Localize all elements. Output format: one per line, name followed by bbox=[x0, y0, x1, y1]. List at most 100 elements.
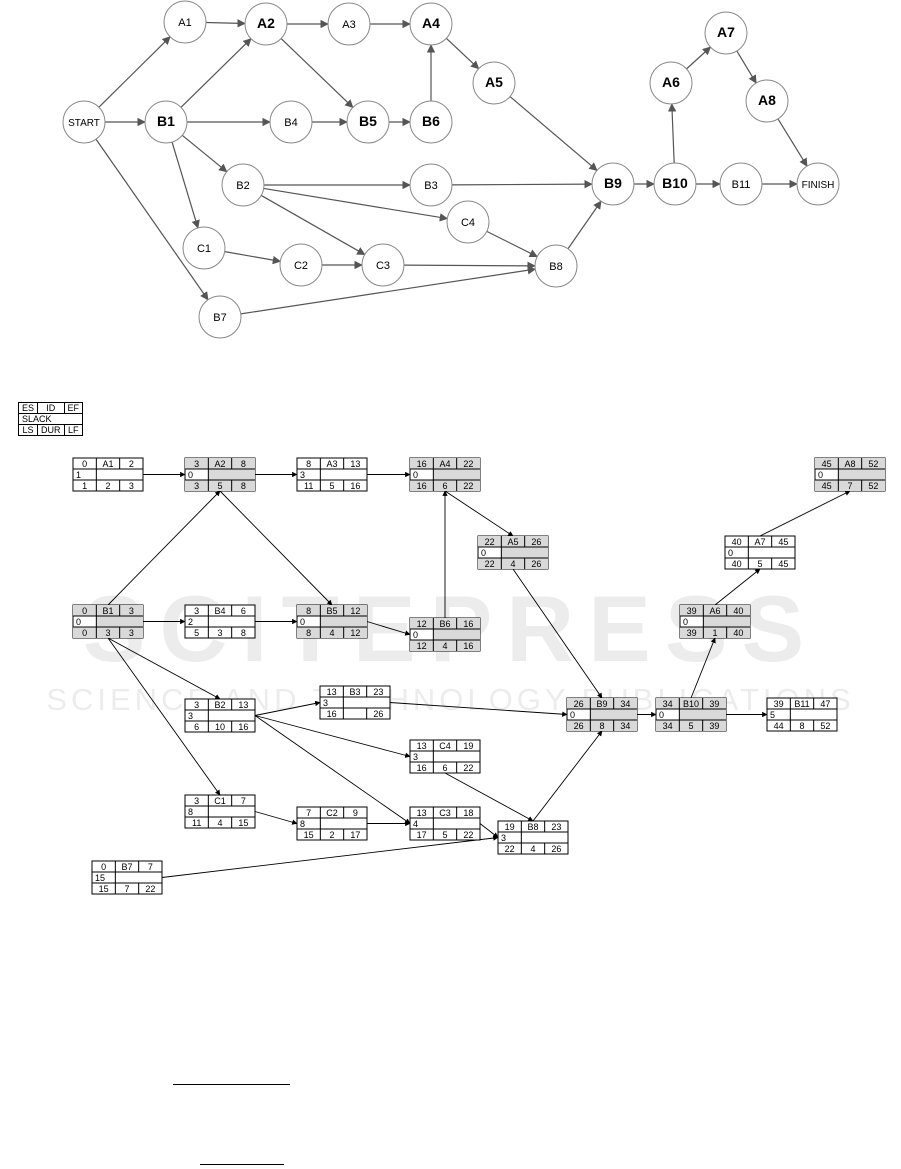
box-ef: 8 bbox=[241, 459, 246, 469]
box-slack: 0 bbox=[570, 710, 575, 720]
node-a8: A8 bbox=[745, 79, 789, 123]
link-b2-b3 bbox=[254, 700, 321, 716]
box-lf: 12 bbox=[350, 628, 360, 638]
node-a3: A3 bbox=[327, 2, 371, 46]
node-finish: FINISH bbox=[796, 162, 840, 206]
box-id: A1 bbox=[102, 459, 113, 469]
box-slack: 4 bbox=[413, 819, 418, 829]
node-label: A1 bbox=[178, 17, 191, 29]
box-ef: 13 bbox=[350, 459, 360, 469]
node-b10: B10 bbox=[653, 162, 697, 206]
edge-a4-a5 bbox=[445, 37, 480, 70]
box-lf: 40 bbox=[733, 628, 743, 638]
legend-ls: LS bbox=[17, 424, 39, 436]
box-dur: 4 bbox=[329, 628, 334, 638]
box-dur: 4 bbox=[442, 641, 447, 651]
node-circle bbox=[591, 162, 635, 206]
edge-b10-a6 bbox=[667, 103, 677, 164]
box-ls: 39 bbox=[687, 628, 697, 638]
box-slack: 0 bbox=[413, 630, 418, 640]
node-circle bbox=[244, 2, 288, 46]
edge-start-b7 bbox=[95, 138, 209, 301]
link-a6-a7 bbox=[714, 568, 761, 606]
box-ls: 40 bbox=[732, 559, 742, 569]
node-a5: A5 bbox=[472, 61, 516, 105]
node-label: A4 bbox=[422, 15, 440, 31]
edge-b1-b2 bbox=[181, 134, 228, 173]
box-ef: 7 bbox=[148, 862, 153, 872]
node-circle bbox=[472, 61, 516, 105]
box-id: C3 bbox=[439, 808, 451, 818]
node-label: C1 bbox=[197, 243, 211, 255]
box-ef: 16 bbox=[463, 619, 473, 629]
node-c1: C1 bbox=[182, 226, 226, 270]
box-lf: 8 bbox=[241, 481, 246, 491]
box-id: C2 bbox=[326, 808, 338, 818]
box-ef: 13 bbox=[238, 700, 248, 710]
box-slack: 0 bbox=[728, 548, 733, 558]
box-ls: 6 bbox=[194, 722, 199, 732]
node-b6: B6 bbox=[409, 100, 453, 144]
link-b2-c4 bbox=[254, 715, 411, 758]
box-dur: 7 bbox=[847, 481, 852, 491]
edge-b7-b8 bbox=[240, 266, 537, 315]
box-dur: 5 bbox=[757, 559, 762, 569]
box-frame bbox=[766, 697, 838, 732]
box-slack: 3 bbox=[323, 698, 328, 708]
edge-a2-b5 bbox=[280, 38, 354, 109]
box-dur: 8 bbox=[799, 721, 804, 731]
box-id: C4 bbox=[439, 741, 451, 751]
box-id: A7 bbox=[754, 537, 765, 547]
edge-a6-a7 bbox=[686, 46, 712, 70]
box-id: B5 bbox=[326, 606, 337, 616]
link-c4-b8 bbox=[444, 772, 534, 822]
box-slack: 0 bbox=[188, 470, 193, 480]
box-dur: 7 bbox=[124, 884, 129, 894]
box-ef: 19 bbox=[463, 741, 473, 751]
node-circle bbox=[361, 243, 405, 287]
box-ef: 23 bbox=[551, 822, 561, 832]
node-label: START bbox=[68, 118, 100, 129]
box-lf: 22 bbox=[463, 830, 473, 840]
box-es: 19 bbox=[505, 822, 515, 832]
link-b7-b8 bbox=[161, 835, 499, 878]
box-ls: 0 bbox=[82, 628, 87, 638]
box-id: A8 bbox=[844, 459, 855, 469]
link-b1-a2 bbox=[107, 490, 221, 606]
node-circle bbox=[198, 295, 242, 339]
box-frame bbox=[72, 457, 144, 492]
box-dur: 10 bbox=[215, 722, 225, 732]
footnote-rule-2 bbox=[200, 1164, 284, 1165]
box-frame bbox=[497, 820, 569, 855]
node-label: B10 bbox=[662, 175, 688, 191]
box-dur: 6 bbox=[442, 481, 447, 491]
node-label: B2 bbox=[236, 180, 249, 192]
link-a5-b9 bbox=[512, 568, 603, 699]
edge-c1-c2 bbox=[224, 251, 282, 265]
box-dur: 3 bbox=[217, 628, 222, 638]
box-es: 39 bbox=[774, 699, 784, 709]
edge-b2-c4 bbox=[263, 187, 449, 222]
box-slack: 5 bbox=[770, 710, 775, 720]
box-id: A5 bbox=[507, 537, 518, 547]
box-es: 26 bbox=[574, 699, 584, 709]
box-lf: 22 bbox=[463, 481, 473, 491]
box-dur: 3 bbox=[105, 628, 110, 638]
box-id: B9 bbox=[596, 699, 607, 709]
box-lf: 15 bbox=[238, 818, 248, 828]
box-es: 0 bbox=[82, 606, 87, 616]
box-lf: 34 bbox=[620, 721, 630, 731]
box-es: 39 bbox=[687, 606, 697, 616]
node-label: B4 bbox=[284, 117, 297, 129]
box-es: 34 bbox=[663, 699, 673, 709]
box-dur: 1 bbox=[712, 628, 717, 638]
box-id: B3 bbox=[349, 687, 360, 697]
node-b3: B3 bbox=[409, 163, 453, 207]
